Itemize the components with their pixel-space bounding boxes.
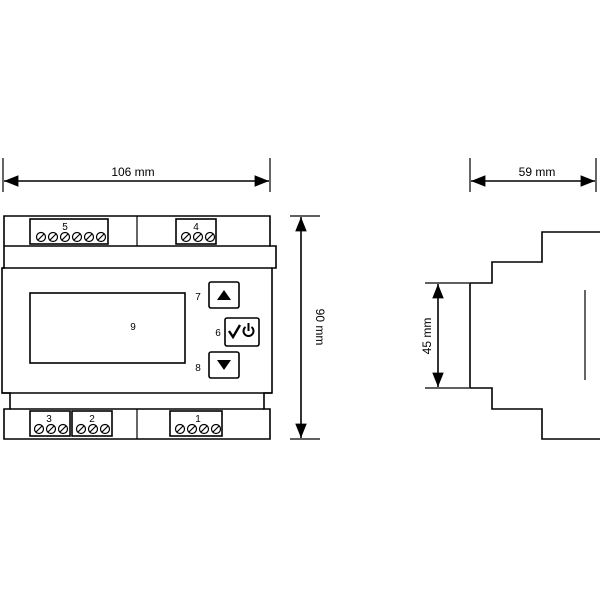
height-label: 90 mm (313, 309, 327, 346)
terminal-label-2: 2 (89, 414, 95, 425)
up-button-number: 7 (195, 292, 201, 303)
screw-terminal (180, 231, 216, 243)
down-button[interactable]: 8 (195, 351, 240, 379)
depth-dimension: 59 mm (469, 158, 597, 192)
terminal-block-4: 4 (175, 218, 217, 245)
terminal-block-5: 5 (29, 218, 109, 245)
terminal-block-1: 1 (169, 410, 223, 437)
width-dimension: 106 mm (2, 158, 271, 192)
front-height-dimension: 45 mm (420, 282, 469, 389)
screw-terminal (75, 423, 111, 435)
display-number: 9 (130, 322, 136, 333)
terminal-block-3: 3 (29, 410, 71, 437)
screw-terminal (35, 231, 107, 243)
up-button[interactable]: 7 (195, 281, 240, 309)
terminal-label-5: 5 (62, 222, 68, 233)
arrow-down-icon (217, 360, 231, 370)
arrow-up-icon (217, 290, 231, 300)
terminal-block-2: 2 (71, 410, 113, 437)
check-power-icon (228, 323, 255, 340)
ok-button-number: 6 (215, 328, 221, 339)
terminal-label-3: 3 (46, 414, 52, 425)
front-view: 5 4 3 (1, 215, 277, 440)
height-dimension: 90 mm (290, 215, 327, 440)
side-view (469, 231, 600, 440)
terminal-label-1: 1 (195, 414, 201, 425)
screw-terminal (174, 423, 222, 435)
display-screen: 9 (29, 292, 186, 364)
width-label: 106 mm (111, 165, 154, 179)
screw-terminal (33, 423, 69, 435)
front-height-label: 45 mm (420, 318, 434, 355)
down-button-number: 8 (195, 363, 201, 374)
terminal-label-4: 4 (193, 222, 199, 233)
depth-label: 59 mm (519, 165, 556, 179)
ok-power-button[interactable]: 6 (215, 317, 260, 347)
